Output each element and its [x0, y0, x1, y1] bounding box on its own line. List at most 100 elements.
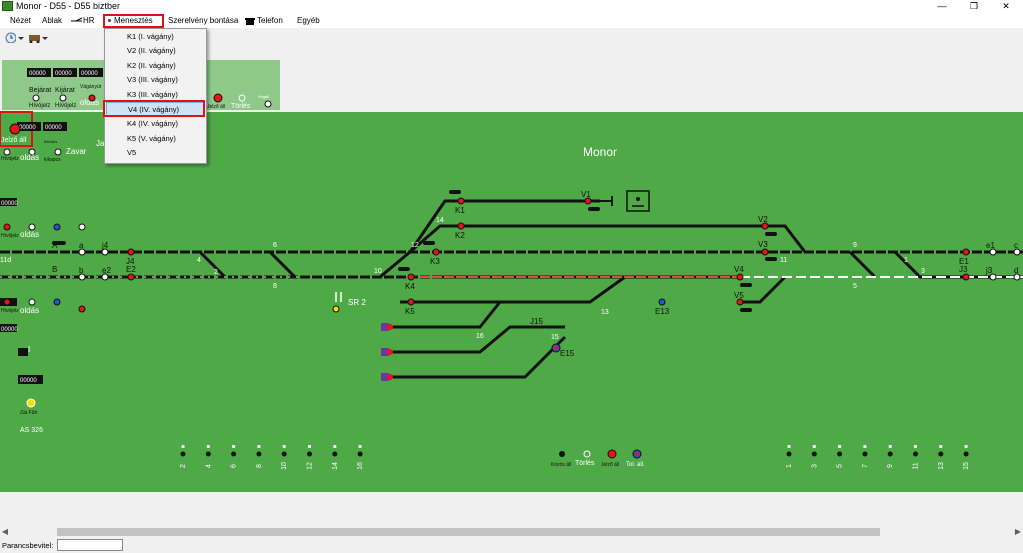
- horizontal-scrollbar[interactable]: ◀ ▶: [0, 526, 1023, 538]
- switch-button-5[interactable]: [837, 451, 843, 457]
- button-left[interactable]: [28, 298, 36, 306]
- switch-button-8[interactable]: [256, 451, 262, 457]
- switch-label: 9: [853, 242, 857, 249]
- dropdown-item-k1[interactable]: K1 (I. vágány): [127, 32, 174, 41]
- panel-label: Bejárat: [29, 87, 51, 94]
- dropdown-item-v5[interactable]: V5: [127, 148, 137, 157]
- app-icon: [2, 1, 13, 11]
- button-left[interactable]: [54, 148, 62, 156]
- button-jelzo-all-bottom[interactable]: [607, 449, 617, 459]
- button-left[interactable]: [3, 148, 11, 156]
- switch-button-7[interactable]: [862, 451, 868, 457]
- switch-indicator: [863, 445, 867, 448]
- switch-indicator: [787, 445, 791, 448]
- switch-button-6[interactable]: [231, 451, 237, 457]
- button-left[interactable]: [28, 223, 36, 231]
- dropdown-item-k2[interactable]: K2 (II. vágány): [127, 61, 176, 70]
- button-jelzo-all-left[interactable]: [9, 123, 21, 135]
- close-button[interactable]: ✕: [1002, 1, 1010, 11]
- button-vegall[interactable]: [264, 100, 272, 108]
- dropdown-arrow-icon[interactable]: [18, 32, 30, 43]
- switch-indicator: [358, 445, 362, 448]
- menu-menesztes-label: Menesztés: [114, 16, 153, 25]
- train-icon[interactable]: [28, 32, 40, 43]
- signal-label: e2: [102, 266, 111, 275]
- switch-button-2[interactable]: [180, 451, 186, 457]
- switch-indicator: [838, 445, 842, 448]
- switch-label: 1: [904, 257, 908, 264]
- switch-label: 4: [197, 257, 201, 264]
- counter: 00000: [1, 201, 18, 207]
- signal-label: K3: [430, 257, 440, 266]
- switch-button-10[interactable]: [281, 451, 287, 457]
- menu-egyeb[interactable]: Egyéb: [297, 16, 320, 25]
- button-oldas[interactable]: [88, 94, 96, 102]
- switch-button-12[interactable]: [307, 451, 312, 457]
- clock-icon[interactable]: [4, 32, 16, 43]
- dropdown-item-k4[interactable]: K4 (IV. vágány): [127, 119, 179, 128]
- button-left[interactable]: [78, 223, 86, 231]
- dropdown-item-v3[interactable]: V3 (III. vágány): [127, 75, 178, 84]
- panel-label: oldás: [80, 98, 99, 107]
- maximize-button[interactable]: ❐: [969, 1, 979, 11]
- button-zar-futr[interactable]: [26, 398, 36, 408]
- button-kijarat[interactable]: [59, 94, 67, 102]
- dropdown-item-v4[interactable]: V4 (IV. vágány): [106, 102, 205, 116]
- dropdown-arrow-icon[interactable]: [42, 32, 54, 43]
- switch-button-1[interactable]: [786, 451, 792, 457]
- button-left[interactable]: [78, 305, 86, 313]
- button-kozos-all[interactable]: [559, 451, 565, 457]
- switch-button-11[interactable]: [913, 451, 918, 457]
- scroll-thumb[interactable]: [57, 528, 880, 536]
- scroll-left-icon[interactable]: ◀: [1, 527, 9, 536]
- menu-szerelveny-bontasa[interactable]: Szerelvény bontása: [168, 16, 239, 25]
- track-layout-svg: Monor 2 4 6 8 10 12 14 16 15 13 9 11 1 3: [0, 60, 1023, 492]
- switch-button-4[interactable]: [205, 451, 211, 457]
- dropdown-item-k5[interactable]: K5 (V. vágány): [127, 134, 176, 143]
- signal-label: K5: [405, 307, 415, 316]
- menu-menesztes[interactable]: Menesztés: [108, 13, 153, 28]
- switch-indicator: [888, 445, 892, 448]
- switch-button-16[interactable]: [357, 451, 363, 457]
- button-torles-bottom[interactable]: [583, 450, 591, 458]
- panel-label: Közös áll: [551, 462, 571, 468]
- button-torles[interactable]: [238, 94, 246, 102]
- switch-button-14[interactable]: [332, 451, 338, 457]
- counter: 00000: [55, 71, 72, 77]
- switch-button-15[interactable]: [963, 451, 969, 457]
- button-bejarat[interactable]: [32, 94, 40, 102]
- button-left[interactable]: [3, 298, 11, 306]
- switch-indicator: [257, 445, 261, 448]
- dropdown-item-v2[interactable]: V2 (II. vágány): [127, 46, 176, 55]
- dispatcher-box-icon[interactable]: [626, 190, 650, 212]
- button-left[interactable]: [53, 298, 61, 306]
- panel-label: AS 326: [20, 427, 43, 434]
- menu-nezet[interactable]: Nézet: [10, 16, 31, 25]
- signals[interactable]: [52, 190, 1021, 381]
- dropdown-item-k3[interactable]: K3 (III. vágány): [127, 90, 178, 99]
- minimize-button[interactable]: —: [937, 1, 947, 11]
- top-panel: 00000 00000 00000 Bejárat Kijárat oldás …: [27, 68, 272, 110]
- button-jelzo-all[interactable]: [213, 93, 223, 103]
- button-left[interactable]: [53, 223, 61, 231]
- button-left[interactable]: [28, 148, 36, 156]
- menu-hr[interactable]: HR: [71, 13, 95, 28]
- menu-ablak[interactable]: Ablak: [42, 16, 63, 25]
- switch-button-13[interactable]: [938, 451, 944, 457]
- panel-label: Tol. áll.: [626, 462, 645, 468]
- signal-e1: [962, 248, 1021, 256]
- signal-label: J15: [530, 317, 543, 326]
- switch-indicator: [812, 445, 816, 448]
- signal-b: [78, 273, 86, 281]
- switch-button-9[interactable]: [887, 451, 893, 457]
- command-input[interactable]: [57, 539, 123, 551]
- phone-icon: [245, 17, 255, 25]
- signal-k1: [449, 190, 465, 205]
- switch-button-3[interactable]: [811, 451, 817, 457]
- menu-telefon[interactable]: Telefon: [245, 13, 283, 28]
- signal-label: d: [1014, 266, 1018, 275]
- scroll-right-icon[interactable]: ▶: [1014, 527, 1022, 536]
- button-left[interactable]: [3, 223, 11, 231]
